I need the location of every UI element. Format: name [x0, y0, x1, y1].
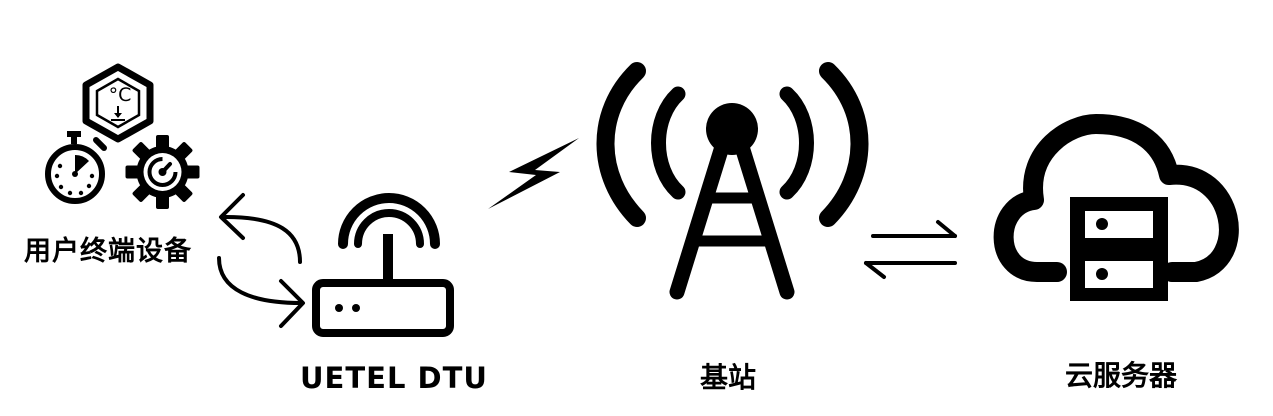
lightning-bolt-icon	[488, 138, 579, 209]
sensor-unit-text: °C	[109, 84, 132, 106]
wifi-router-icon	[312, 193, 454, 337]
base-station-label: 基站	[700, 361, 757, 394]
cloud-server-label: 云服务器	[1065, 359, 1178, 392]
exchange-arrows-icon	[864, 220, 957, 279]
bidirectional-curved-arrows-icon	[217, 193, 305, 328]
cell-tower-icon	[596, 62, 869, 300]
dtu-label: UETEL DTU	[300, 361, 488, 395]
thermometer-sensor-icon: °C	[82, 63, 154, 143]
cloud-server-icon	[993, 114, 1239, 301]
stopwatch-icon	[45, 131, 107, 204]
gear-dial-icon	[125, 135, 200, 209]
user-devices-label: 用户终端设备	[24, 236, 192, 267]
